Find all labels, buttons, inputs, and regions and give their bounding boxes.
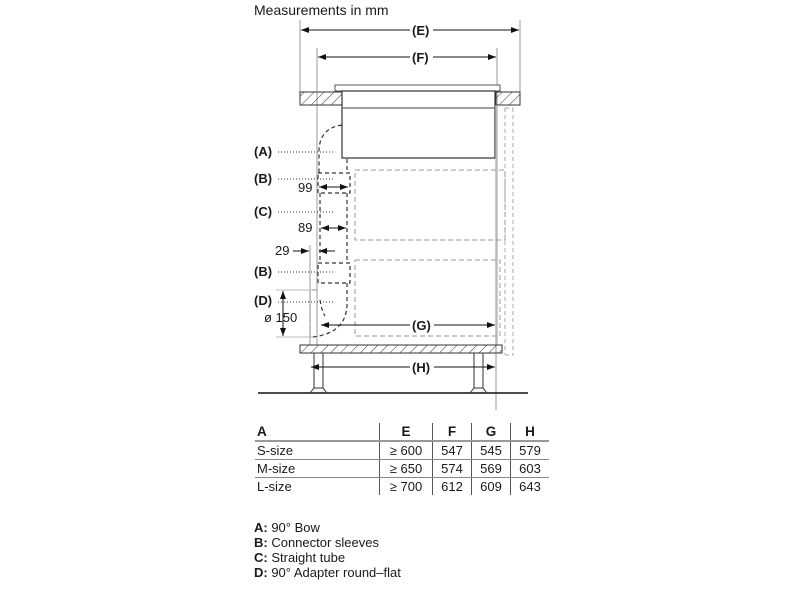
dimension-h-label: (H) xyxy=(412,360,430,375)
connector-b2 xyxy=(317,262,351,284)
legend-item-a: A: 90° Bow xyxy=(254,520,320,535)
component-legend: A: 90° Bow B: Connector sleeves C: Strai… xyxy=(254,520,401,580)
measurements-title: Measurements in mm xyxy=(254,2,389,18)
dimension-89-label: 89 xyxy=(298,220,312,235)
dimension-e-label: (E) xyxy=(412,23,429,38)
label-c: (C) xyxy=(254,204,333,219)
legend-item-c: C: Straight tube xyxy=(254,550,346,565)
header-a: A xyxy=(255,423,380,442)
cabinet-feet xyxy=(308,352,489,394)
cooktop-glass xyxy=(334,84,501,92)
label-a: (A) xyxy=(254,144,333,159)
cabinet-side xyxy=(504,107,514,356)
table-row: M-size ≥ 650 574 569 603 xyxy=(255,459,549,478)
dimension-99-label: 99 xyxy=(298,180,312,195)
svg-text:(B): (B) xyxy=(254,264,272,279)
base-plinth xyxy=(299,344,503,354)
header-e: E xyxy=(379,423,433,442)
svg-text:(D): (D) xyxy=(254,293,272,308)
dimension-29-label: 29 xyxy=(275,243,289,258)
dimension-150 xyxy=(276,289,318,338)
size-table: A E F G H S-size ≥ 600 547 545 579 M-siz… xyxy=(255,423,549,495)
label-d: (D) xyxy=(254,293,333,308)
legend-item-d: D: 90° Adapter round–flat xyxy=(254,565,401,580)
svg-text:(C): (C) xyxy=(254,204,272,219)
label-b2: (B) xyxy=(254,264,333,279)
dimension-e xyxy=(299,20,521,92)
label-b1: (B) xyxy=(254,171,333,186)
duct-a-bow xyxy=(318,124,348,173)
table-row: S-size ≥ 600 547 545 579 xyxy=(255,441,549,460)
worktop xyxy=(299,91,521,106)
svg-text:(B): (B) xyxy=(254,171,272,186)
header-f: F xyxy=(432,423,472,442)
table-header-row: A E F G H xyxy=(255,423,549,442)
adapter-d xyxy=(309,283,348,338)
table-row: L-size ≥ 700 612 609 643 xyxy=(255,477,549,495)
legend-item-b: B: Connector sleeves xyxy=(254,535,379,550)
header-h: H xyxy=(510,423,549,442)
drawers xyxy=(354,169,506,337)
installation-diagram: (E) (F) xyxy=(254,20,528,410)
dimension-g-label: (G) xyxy=(412,318,431,333)
svg-text:(A): (A) xyxy=(254,144,272,159)
connector-b1 xyxy=(317,172,351,194)
header-g: G xyxy=(471,423,511,442)
dimension-150-label: ø 150 xyxy=(264,310,297,325)
dimension-f-label: (F) xyxy=(412,50,429,65)
cooktop-body xyxy=(341,90,496,159)
